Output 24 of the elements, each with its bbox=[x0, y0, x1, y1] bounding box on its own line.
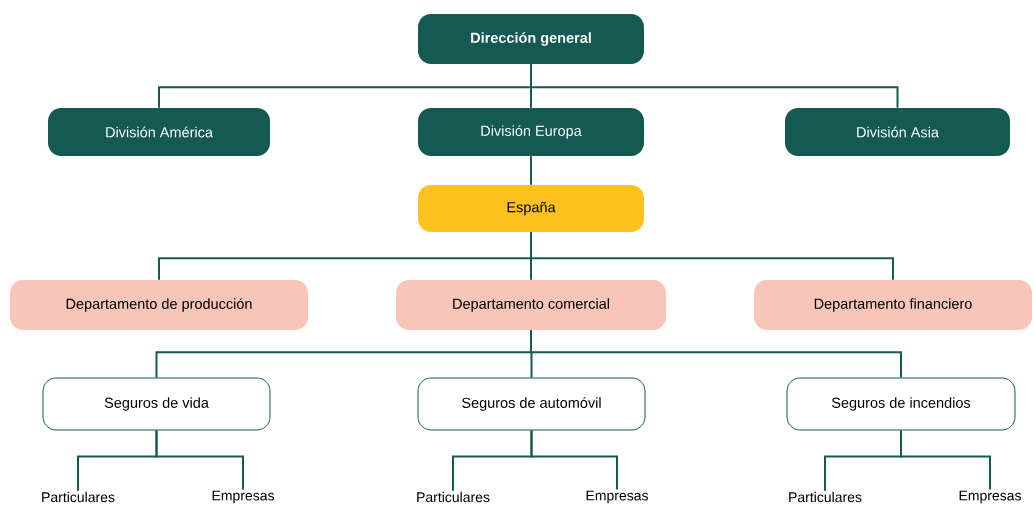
connector-line bbox=[530, 231, 894, 281]
org-box: España bbox=[418, 185, 644, 232]
connector-line bbox=[530, 329, 902, 379]
leaf-label: Empresas bbox=[212, 490, 274, 504]
org-box: Departamento comercial bbox=[396, 280, 666, 330]
connector-line bbox=[155, 429, 244, 491]
org-box: Seguros de incendios bbox=[786, 377, 1016, 431]
org-box: División América bbox=[48, 108, 270, 156]
org-box: Departamento financiero bbox=[754, 280, 1032, 330]
org-box: Departamento de producción bbox=[10, 280, 308, 330]
org-box: Seguros de automóvil bbox=[417, 377, 646, 431]
leaf-label: Particulares bbox=[417, 491, 490, 503]
leaf-label: Empresas bbox=[586, 490, 648, 504]
connector-line bbox=[530, 63, 899, 109]
org-box: Seguros de vida bbox=[42, 377, 271, 431]
leaf-label: Empresas bbox=[959, 490, 1021, 504]
leaf-label: Particulares bbox=[789, 491, 862, 503]
org-box: Dirección general bbox=[418, 14, 644, 64]
leaf-label: Particulares bbox=[42, 491, 115, 503]
org-box: División Asia bbox=[785, 108, 1010, 156]
connector-line bbox=[900, 429, 991, 491]
connector-line bbox=[530, 429, 618, 491]
connector-line bbox=[530, 155, 532, 186]
org-box: División Europa bbox=[418, 108, 644, 156]
